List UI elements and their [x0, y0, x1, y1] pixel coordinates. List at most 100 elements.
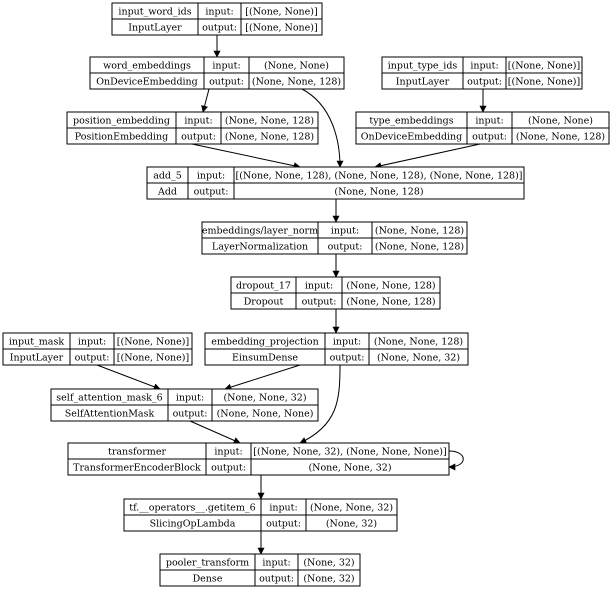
layer-name: embedding_projection [211, 337, 318, 348]
edge-arrow [96, 364, 161, 391]
layer-name: embeddings/layer_norm [202, 226, 318, 237]
layer-name: input_mask [9, 337, 64, 348]
layer-type: LayerNormalization [212, 242, 308, 253]
layer-node: input_maskInputLayerinput:output:[(None,… [2, 332, 193, 366]
input-shape: [(None, None, 128), (None, None, 128), (… [236, 171, 523, 182]
input-shape: [(None, None)] [508, 61, 580, 72]
layer-type: InputLayer [128, 23, 182, 34]
input-label: input: [176, 393, 204, 404]
output-label: output: [194, 187, 229, 198]
output-shape: [(None, None)] [508, 77, 580, 88]
input-shape: (None, None, 32) [223, 393, 306, 404]
layer-type: Dense [193, 574, 223, 585]
input-shape: (None, None, 128) [374, 337, 463, 348]
output-label: output: [266, 519, 301, 530]
layer-type: EinsumDense [232, 353, 298, 364]
edge-arrow [301, 88, 344, 168]
input-label: input: [214, 447, 242, 458]
output-shape: [(None, None)] [245, 23, 317, 34]
layer-type: Dropout [244, 297, 284, 308]
output-shape: (None, None, 128) [346, 297, 435, 308]
output-label: output: [259, 574, 294, 585]
layer-name: transformer [108, 447, 166, 458]
output-shape: (None, None, 128) [334, 187, 423, 198]
input-label: input: [269, 503, 297, 514]
output-shape: (None, None, 128) [516, 132, 605, 143]
input-shape: (None, None, 32) [310, 503, 393, 514]
output-label: output: [209, 77, 244, 88]
layer-node: position_embeddingPositionEmbeddinginput… [66, 111, 319, 145]
input-shape: [(None, None)] [245, 7, 317, 18]
input-shape: (None, None, 128) [375, 226, 464, 237]
layer-type: TransformerEncoderBlock [73, 463, 201, 474]
output-shape: (None, 32) [326, 519, 377, 530]
layer-type: PositionEmbedding [75, 132, 168, 143]
layer-name: dropout_17 [236, 281, 291, 292]
layer-type: SlicingOpLambda [150, 519, 236, 530]
output-label: output: [328, 242, 363, 253]
input-label: input: [262, 558, 290, 569]
output-shape: (None, None, 32) [377, 353, 460, 364]
layer-type: SelfAttentionMask [65, 409, 155, 420]
layer-type: InputLayer [396, 77, 450, 88]
output-shape: (None, None, 128) [252, 77, 341, 88]
input-label: input: [333, 337, 361, 348]
input-label: input: [475, 116, 503, 127]
output-shape: (None, 32) [303, 574, 354, 585]
input-shape: [(None, None, 32), (None, None, None)] [253, 447, 446, 458]
layer-name: tf.__operators__.getitem_6 [129, 503, 255, 514]
output-label: output: [181, 132, 216, 143]
edge-arrow [191, 143, 301, 170]
edges [96, 35, 487, 555]
layer-type: InputLayer [10, 353, 64, 364]
output-label: output: [173, 409, 208, 420]
input-shape: (None, None) [264, 61, 329, 72]
edge-arrow [201, 88, 210, 113]
output-shape: (None, None, None) [217, 409, 314, 420]
output-shape: (None, None, 128) [375, 242, 464, 253]
layer-type: Add [157, 187, 177, 198]
input-label: input: [212, 61, 240, 72]
input-shape: (None, None, 128) [225, 116, 314, 127]
input-shape: (None, None) [528, 116, 593, 127]
edge-arrow [374, 143, 481, 170]
layer-name: pooler_transform [166, 558, 249, 569]
layer-node: word_embeddingsOnDeviceEmbeddinginput:ou… [89, 56, 345, 90]
output-label: output: [211, 463, 246, 474]
input-label: input: [205, 7, 233, 18]
output-shape: (None, None, 32) [308, 463, 391, 474]
layer-node: input_type_idsInputLayerinput:output:[(N… [381, 56, 583, 90]
output-label: output: [330, 353, 365, 364]
layer-name: word_embeddings [103, 61, 191, 72]
input-label: input: [305, 281, 333, 292]
output-label: output: [467, 77, 502, 88]
layer-node: tf.__operators__.getitem_6SlicingOpLambd… [123, 498, 398, 532]
edge-arrow [224, 364, 301, 391]
layer-node: self_attention_mask_6SelfAttentionMaskin… [50, 388, 319, 422]
layer-type: OnDeviceEmbedding [361, 132, 463, 143]
layer-node: type_embeddingsOnDeviceEmbeddinginput:ou… [355, 111, 610, 145]
layer-name: add_5 [153, 171, 182, 182]
layer-name: input_word_ids [118, 7, 191, 18]
input-label: input: [331, 226, 359, 237]
input-shape: [(None, None)] [117, 337, 189, 348]
input-label: input: [184, 116, 212, 127]
layer-name: input_type_ids [388, 61, 458, 72]
output-label: output: [202, 23, 237, 34]
output-label: output: [472, 132, 507, 143]
input-shape: (None, 32) [303, 558, 354, 569]
output-label: output: [75, 353, 110, 364]
input-label: input: [197, 171, 225, 182]
output-label: output: [302, 297, 337, 308]
edge-arrow [299, 364, 341, 444]
output-shape: [(None, None)] [117, 353, 189, 364]
